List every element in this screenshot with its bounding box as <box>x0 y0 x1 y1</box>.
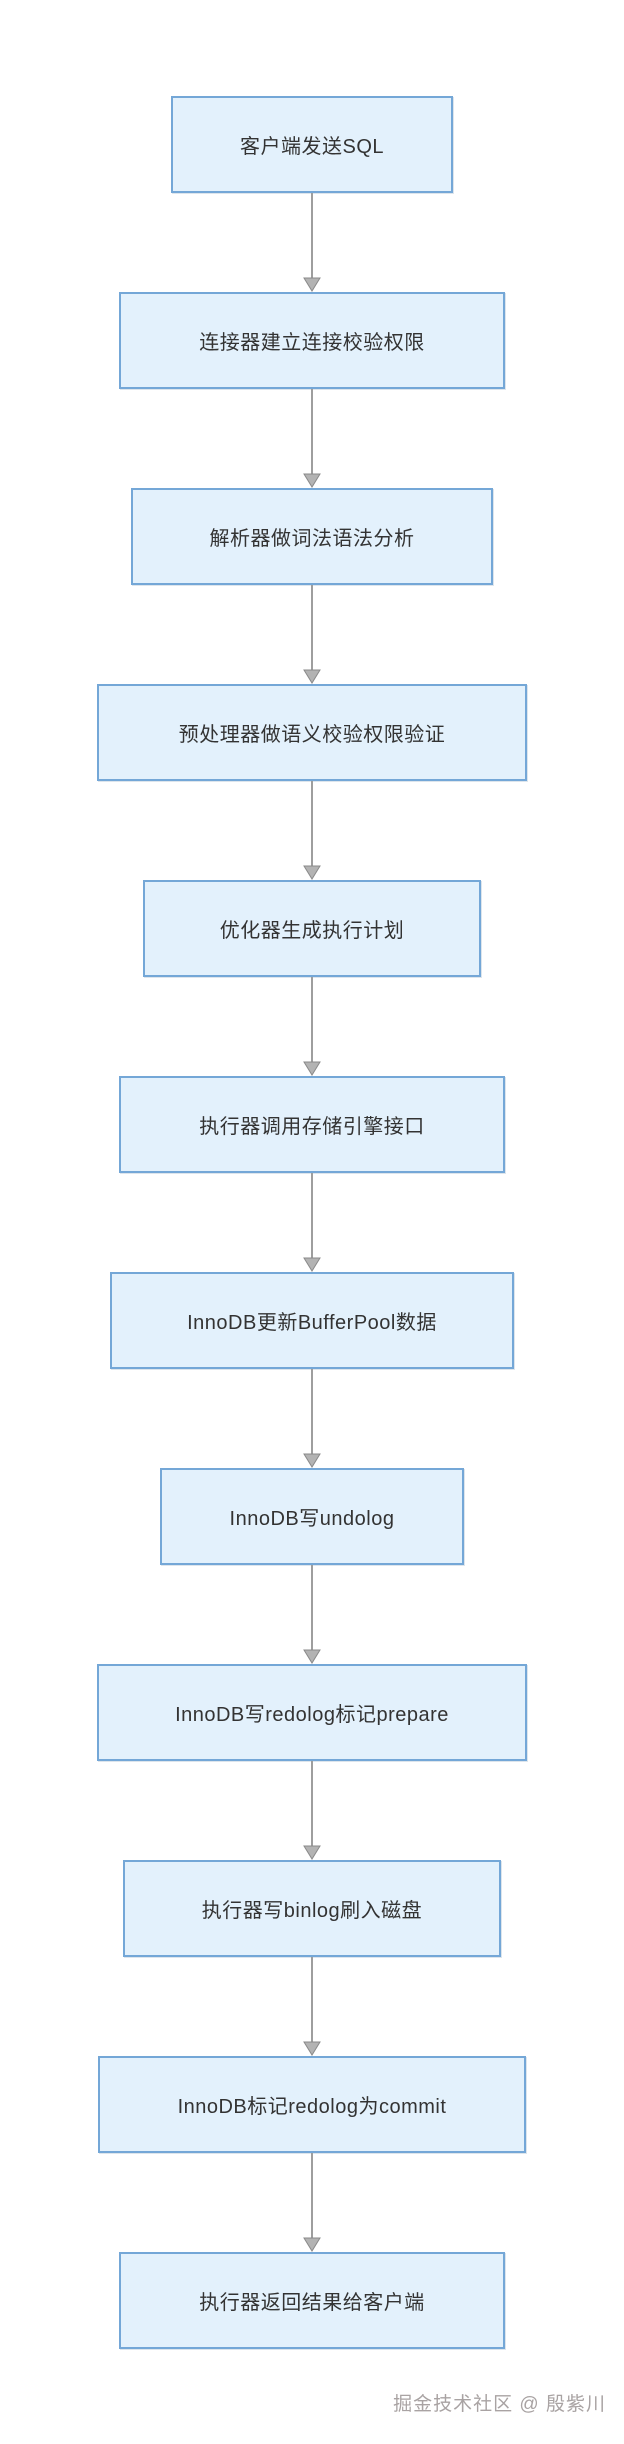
arrow-line <box>311 193 313 278</box>
flow-node-innodb-undolog: InnoDB写undolog <box>160 1468 464 1565</box>
flow-node-label: 预处理器做语义校验权限验证 <box>178 724 446 746</box>
flow-node-label: 客户端发送SQL <box>239 136 385 158</box>
flow-node-label: 执行器调用存储引擎接口 <box>199 1116 425 1138</box>
flow-node-connector-auth: 连接器建立连接校验权限 <box>119 292 505 389</box>
flow-arrow <box>303 1369 321 1468</box>
arrow-down-icon <box>303 2237 321 2252</box>
flow-arrow <box>303 781 321 880</box>
arrow-down-icon <box>303 669 321 684</box>
flow-node-innodb-redolog-prepare: InnoDB写redolog标记prepare <box>97 1664 527 1761</box>
arrow-down-icon <box>303 1453 321 1468</box>
flow-node-label: 连接器建立连接校验权限 <box>199 332 425 354</box>
flow-node-label: InnoDB标记redolog为commit <box>177 2096 447 2118</box>
flow-node-label: 执行器返回结果给客户端 <box>199 2292 425 2314</box>
flow-node-innodb-redolog-commit: InnoDB标记redolog为commit <box>98 2056 526 2153</box>
flow-node-optimizer-plan: 优化器生成执行计划 <box>143 880 481 977</box>
arrow-line <box>311 1565 313 1650</box>
arrow-down-icon <box>303 1061 321 1076</box>
flow-arrow <box>303 1173 321 1272</box>
arrow-down-icon <box>303 1649 321 1664</box>
arrow-line <box>311 1173 313 1258</box>
flow-node-executor-binlog-flush: 执行器写binlog刷入磁盘 <box>123 1860 501 1957</box>
flow-node-executor-call-engine: 执行器调用存储引擎接口 <box>119 1076 505 1173</box>
flow-arrow <box>303 1565 321 1664</box>
arrow-down-icon <box>303 1845 321 1860</box>
flow-node-label: 执行器写binlog刷入磁盘 <box>201 1900 423 1922</box>
arrow-line <box>311 781 313 866</box>
flow-arrow <box>303 585 321 684</box>
flow-arrow <box>303 1761 321 1860</box>
arrow-down-icon <box>303 473 321 488</box>
flow-node-client-send-sql: 客户端发送SQL <box>171 96 453 193</box>
flow-node-label: 解析器做词法语法分析 <box>209 528 415 550</box>
arrow-down-icon <box>303 1257 321 1272</box>
flow-arrow <box>303 193 321 292</box>
flow-node-label: InnoDB写redolog标记prepare <box>175 1704 449 1726</box>
arrow-down-icon <box>303 865 321 880</box>
flow-node-parser-analyze: 解析器做词法语法分析 <box>131 488 493 585</box>
flow-arrow <box>303 2153 321 2252</box>
flow-node-label: 优化器生成执行计划 <box>219 920 405 942</box>
arrow-line <box>311 389 313 474</box>
arrow-line <box>311 1957 313 2042</box>
arrow-line <box>311 2153 313 2238</box>
arrow-line <box>311 1369 313 1454</box>
arrow-down-icon <box>303 2041 321 2056</box>
flow-node-label: InnoDB写undolog <box>229 1508 395 1530</box>
arrow-line <box>311 585 313 670</box>
watermark: 掘金技术社区 @ 殷紫川 <box>393 2394 606 2415</box>
flow-node-label: InnoDB更新BufferPool数据 <box>187 1312 437 1334</box>
arrow-line <box>311 977 313 1062</box>
flow-node-executor-return-result: 执行器返回结果给客户端 <box>119 2252 505 2349</box>
flow-arrow <box>303 977 321 1076</box>
flow-node-innodb-bufferpool: InnoDB更新BufferPool数据 <box>110 1272 514 1369</box>
arrow-line <box>311 1761 313 1846</box>
flow-arrow <box>303 1957 321 2056</box>
flow-node-preprocessor-check: 预处理器做语义校验权限验证 <box>97 684 527 781</box>
flow-arrow <box>303 389 321 488</box>
arrow-down-icon <box>303 277 321 292</box>
